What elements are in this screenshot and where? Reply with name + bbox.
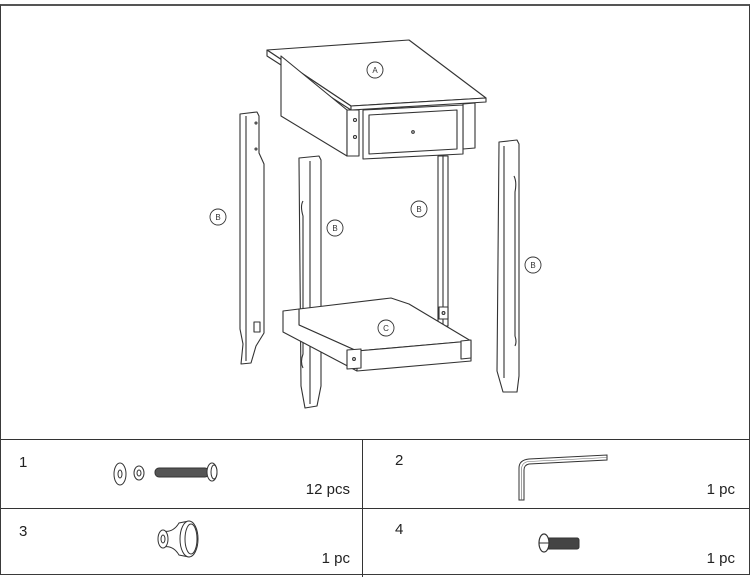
part-b-leg-back-right [437,155,449,327]
svg-text:C: C [383,324,389,333]
item-number: 2 [395,452,404,469]
hardware-item-1: 1 12 pcs [1,440,363,508]
part-a-tabletop [266,39,487,160]
assembly-sheet: A B B B B C 1 [0,4,750,577]
hardware-item-4: 4 1 pc [363,509,749,577]
svg-text:B: B [416,205,421,214]
hardware-item-3: 3 1 pc [1,509,363,577]
item-quantity: 1 pc [706,481,735,498]
item-number: 1 [19,454,28,471]
part-b-leg-front-right [496,139,520,393]
item-quantity: 1 pc [706,550,735,567]
label-b-1: B [209,208,227,226]
exploded-diagram: A B B B B C [1,6,749,439]
hardware-item-2: 2 1 pc [363,440,749,508]
label-b-3: B [410,200,428,218]
item-quantity: 1 pc [321,550,350,567]
part-b-leg-back-left [239,111,265,365]
screw-icon [538,533,580,553]
drawer-knob-icon [157,520,199,558]
label-b-2: B [326,219,344,237]
allen-key-icon [518,454,608,501]
bolt-washer-set-icon [113,462,218,486]
svg-text:B: B [215,213,220,222]
svg-text:A: A [372,66,378,75]
hardware-row: 1 12 pcs 2 [1,439,749,508]
item-number: 3 [19,523,28,540]
part-b-leg-front-left [298,155,322,409]
hardware-row: 3 1 pc 4 [1,508,749,577]
svg-text:B: B [530,261,535,270]
label-b-4: B [524,256,542,274]
hardware-table: 1 12 pcs 2 [1,439,749,577]
exploded-view-drawing: A B B B B C [209,39,542,409]
label-c: C [377,319,395,337]
item-quantity: 12 pcs [305,481,350,498]
item-number: 4 [395,521,404,538]
svg-text:B: B [332,224,337,233]
label-a: A [366,61,384,79]
